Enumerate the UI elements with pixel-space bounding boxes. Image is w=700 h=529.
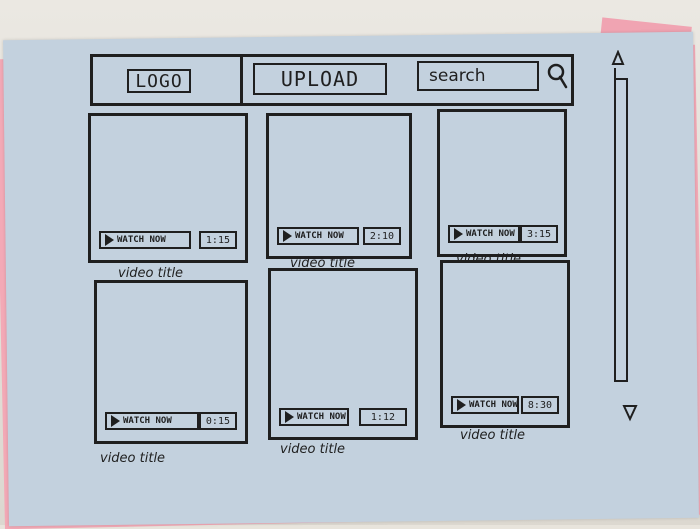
play-icon <box>454 228 463 240</box>
video-tile[interactable]: WATCH NOW 1:15 <box>88 113 248 263</box>
scroll-up-arrow-icon[interactable] <box>608 49 628 68</box>
video-title[interactable]: video title <box>280 442 346 457</box>
video-title[interactable]: video title <box>456 252 522 267</box>
duration-badge: 2:10 <box>362 227 401 245</box>
video-title[interactable]: video title <box>460 428 526 443</box>
scrollbar-edge <box>614 68 616 380</box>
duration-badge: 0:15 <box>198 412 237 430</box>
scrollbar-edge <box>614 78 628 80</box>
video-tile[interactable]: WATCH NOW 8:30 <box>440 260 570 428</box>
tile-controls: WATCH NOW 1:15 <box>99 230 237 250</box>
scrollbar-edge <box>626 78 628 382</box>
duration-badge: 1:15 <box>198 231 237 249</box>
play-icon <box>105 234 114 246</box>
duration-badge: 8:30 <box>520 396 559 414</box>
video-title[interactable]: video title <box>100 451 166 466</box>
tile-controls: WATCH NOW 2:10 <box>277 226 401 246</box>
play-icon <box>285 411 294 423</box>
video-tile[interactable]: WATCH NOW 0:15 <box>94 280 248 444</box>
header-bar: LOGO UPLOAD search <box>90 54 574 106</box>
watch-now-label: WATCH NOW <box>297 412 346 422</box>
search-input[interactable]: search <box>417 61 539 91</box>
play-icon <box>457 399 466 411</box>
duration-badge: 3:15 <box>520 225 559 243</box>
upload-button[interactable]: UPLOAD <box>253 63 387 95</box>
video-tile[interactable]: WATCH NOW 2:10 <box>266 113 412 259</box>
play-icon <box>111 415 120 427</box>
video-tile[interactable]: WATCH NOW 3:15 <box>437 109 567 257</box>
watch-now-button[interactable]: WATCH NOW <box>279 408 349 426</box>
watch-now-button[interactable]: WATCH NOW <box>105 412 199 430</box>
scrollbar-edge <box>614 380 628 382</box>
watch-now-label: WATCH NOW <box>295 231 344 241</box>
video-title[interactable]: video title <box>290 256 356 271</box>
watch-now-button[interactable]: WATCH NOW <box>277 227 359 245</box>
video-tile[interactable]: WATCH NOW 1:12 <box>268 268 418 440</box>
watch-now-label: WATCH NOW <box>123 416 172 426</box>
watch-now-button[interactable]: WATCH NOW <box>448 225 520 243</box>
watch-now-button[interactable]: WATCH NOW <box>99 231 191 249</box>
tile-controls: WATCH NOW 1:12 <box>279 407 407 427</box>
video-title[interactable]: video title <box>118 266 184 281</box>
watch-now-label: WATCH NOW <box>466 229 515 239</box>
logo[interactable]: LOGO <box>127 69 191 93</box>
tile-controls: WATCH NOW 3:15 <box>448 224 559 244</box>
watch-now-label: WATCH NOW <box>117 235 166 245</box>
watch-now-label: WATCH NOW <box>469 400 518 410</box>
search-icon[interactable] <box>543 61 569 91</box>
scrollbar-track[interactable] <box>612 68 630 398</box>
duration-badge: 1:12 <box>358 408 407 426</box>
watch-now-button[interactable]: WATCH NOW <box>451 396 519 414</box>
tile-controls: WATCH NOW 0:15 <box>105 411 237 431</box>
scroll-down-arrow-icon[interactable] <box>620 402 640 422</box>
play-icon <box>283 230 292 242</box>
tile-controls: WATCH NOW 8:30 <box>451 395 559 415</box>
logo-cell: LOGO <box>93 57 243 103</box>
